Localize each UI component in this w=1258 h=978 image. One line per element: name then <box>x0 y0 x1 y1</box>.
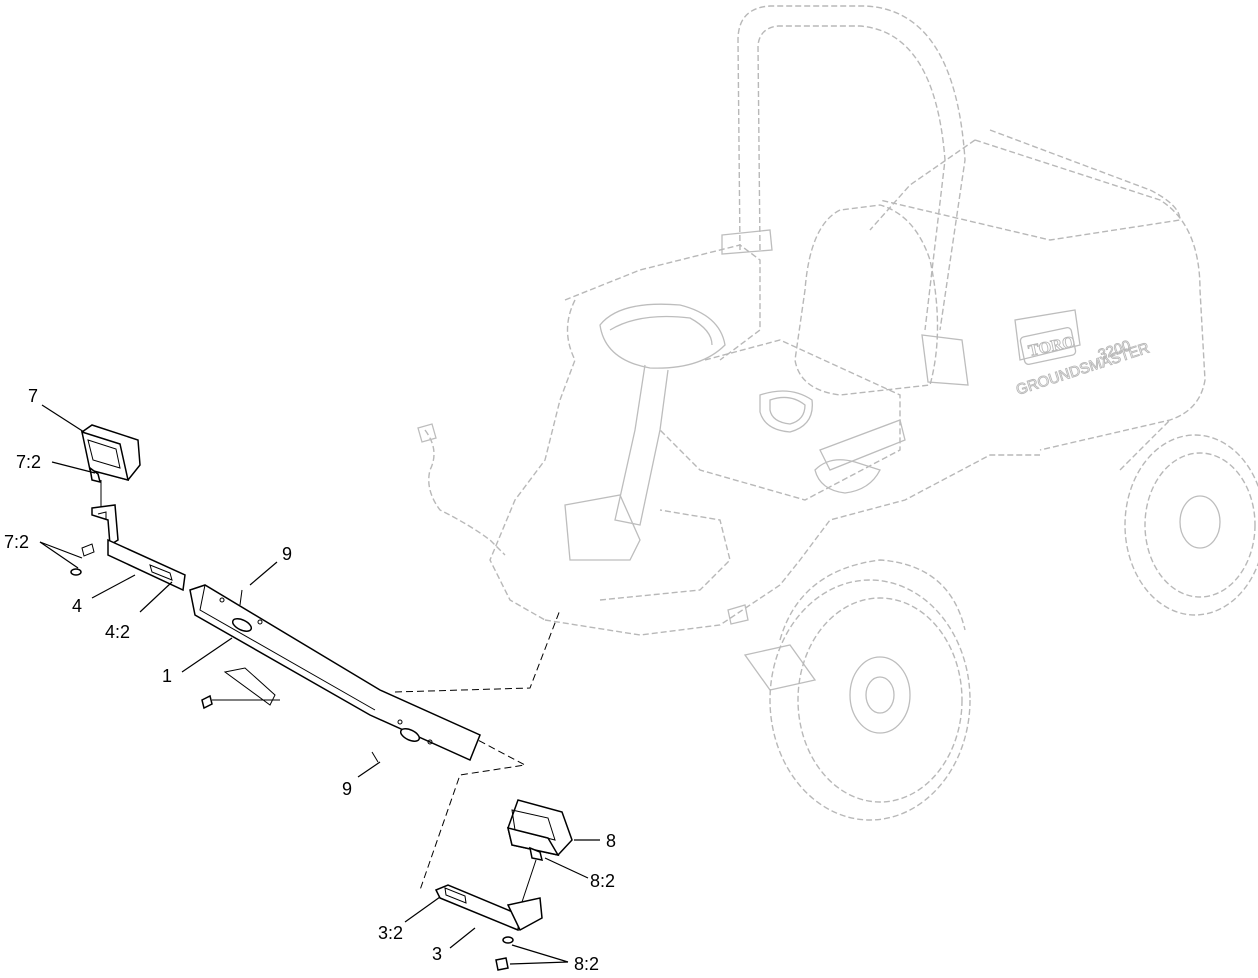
callout-7-2-left: 7:2 <box>4 532 29 552</box>
callout-labels: 7 7:2 7:2 4 4:2 9 1 9 8 8:2 3:2 3 8:2 <box>4 386 616 974</box>
callout-9-top: 9 <box>282 544 292 564</box>
mower-outline: TORO GROUNDSMASTER 3200 <box>417 5 1258 821</box>
callout-9-bottom: 9 <box>342 779 352 799</box>
callout-7-2-top: 7:2 <box>16 452 41 472</box>
callout-8-2-mid: 8:2 <box>590 871 615 891</box>
callout-4: 4 <box>72 596 82 616</box>
callout-7: 7 <box>28 386 38 406</box>
callout-4-2: 4:2 <box>105 622 130 642</box>
callout-leaders <box>39 404 600 965</box>
callout-1: 1 <box>162 666 172 686</box>
mounting-bar <box>189 584 481 763</box>
assembly-dashed-lines <box>394 609 561 891</box>
callout-8: 8 <box>606 831 616 851</box>
callout-3-2: 3:2 <box>378 923 403 943</box>
bracket-left <box>70 504 186 592</box>
callout-3: 3 <box>432 944 442 964</box>
work-light-right <box>506 799 573 909</box>
bracket-right <box>434 884 543 971</box>
work-light-left <box>81 424 141 510</box>
callout-8-2-bottom: 8:2 <box>574 954 599 974</box>
